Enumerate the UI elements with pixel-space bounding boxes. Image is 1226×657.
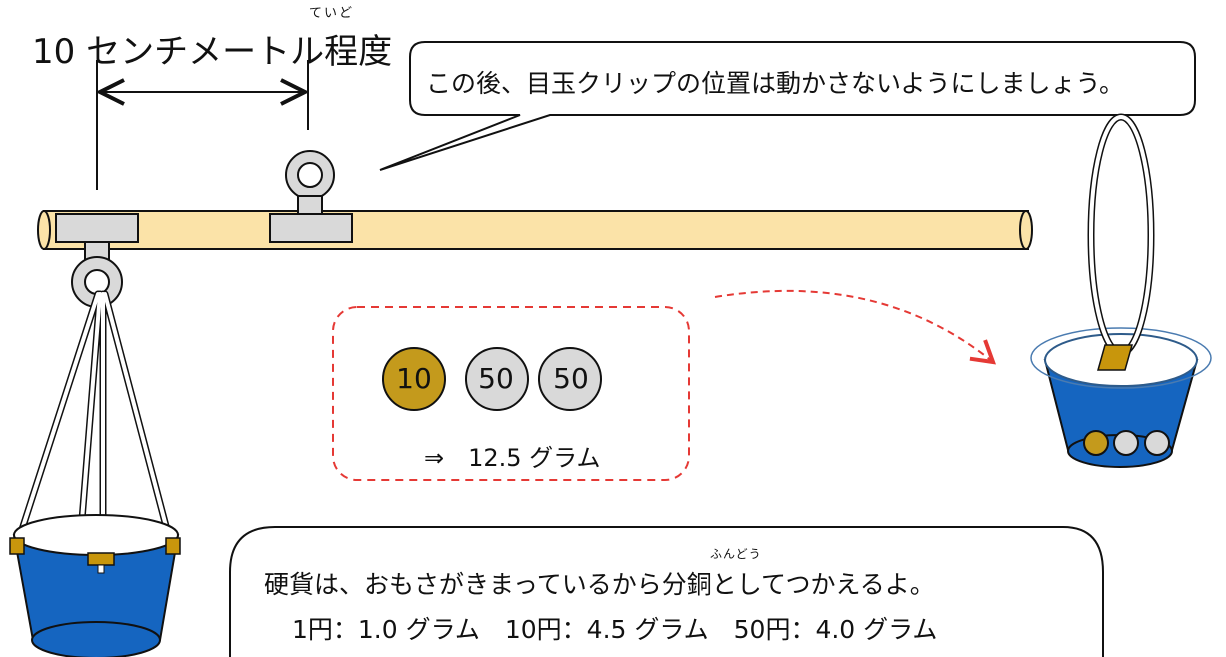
binder-clip-right (269, 150, 353, 243)
note-bubble (229, 526, 1104, 657)
wooden-rod (37, 210, 1033, 250)
speech-text: この後、目玉クリップの位置は動かさないようにしましょう。 (426, 69, 1125, 98)
right-bucket (1030, 113, 1212, 468)
left-bucket (9, 514, 181, 657)
coin-10-label: 10 (396, 362, 432, 395)
coin-50-yen-b (538, 347, 602, 411)
coin-50-label-a: 50 (478, 362, 514, 395)
bucket-coin-10 (1083, 430, 1109, 456)
distance-label: 10 センチメートル程度 (32, 32, 393, 72)
speech-bubble (379, 41, 1196, 171)
coin-50-label-b: 50 (553, 362, 589, 395)
bucket-coin-50b (1144, 430, 1170, 456)
distance-ruby: ていど (309, 6, 355, 21)
transfer-arrow (714, 289, 997, 365)
coin-50-yen-a (465, 347, 529, 411)
weight-result: ⇒ 12.5 グラム (424, 444, 601, 472)
bucket-coin-50a (1113, 430, 1139, 456)
coin-10-yen (382, 347, 446, 411)
note-line-2: 1円：1.0 グラム 10円：4.5 グラム 50円：4.0 グラム (292, 615, 938, 644)
note-line-1: 硬貨は、おもさがきまっているから分銅としてつかえるよ。 (264, 570, 935, 599)
note-ruby: ふんどう (710, 547, 762, 561)
